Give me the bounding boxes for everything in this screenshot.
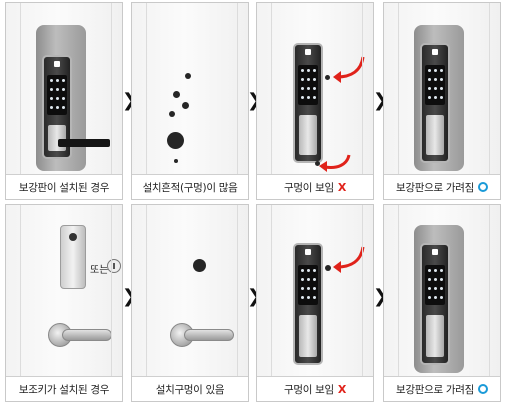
caption: 보강판으로 가려짐 — [384, 174, 500, 199]
lock-lower-cover — [426, 315, 444, 357]
or-label: 또는 — [90, 265, 109, 276]
x-mark: X — [337, 382, 347, 396]
lever-handle — [184, 329, 234, 341]
caption-text: 구멍이 보임 — [283, 181, 334, 194]
panel-many-holes: 설치흔적(구멍)이 많음 — [131, 2, 249, 200]
hole — [169, 111, 175, 117]
door-scene — [257, 205, 373, 377]
keypad — [298, 65, 318, 105]
red-curved-arrow-icon — [319, 154, 351, 172]
caption: 설치흔적(구멍)이 많음 — [132, 174, 248, 199]
caption: 보강판이 설치된 경우 — [6, 174, 122, 199]
circle-o-icon — [477, 384, 488, 394]
chevron-right-icon: ❯ — [122, 90, 138, 111]
red-curved-arrow-icon — [333, 246, 365, 273]
exposed-hole — [325, 75, 330, 80]
caption-text: 보강판이 설치된 경우 — [18, 181, 110, 194]
panel-covered-by-plate-2: 보강판으로 가려짐 — [383, 204, 501, 402]
hole — [174, 159, 178, 163]
door-scene — [384, 205, 500, 377]
x-mark: X — [337, 180, 347, 194]
circle-o-icon — [477, 182, 488, 192]
chevron-right-icon: ❯ — [247, 286, 263, 307]
brand-logo-icon — [432, 49, 438, 55]
exposed-hole — [315, 161, 320, 166]
keyhole-icon — [107, 259, 121, 273]
lock-lower-cover — [299, 115, 317, 155]
brand-logo-icon — [432, 249, 438, 255]
brand-logo-icon — [54, 61, 60, 67]
caption-text: 설치흔적(구멍)이 많음 — [142, 181, 238, 194]
caption-text: 보강판으로 가려짐 — [396, 383, 474, 396]
caption-text: 설치구멍이 있음 — [155, 383, 225, 396]
lever-handle — [62, 329, 112, 341]
panel-plate-installed: 보강판이 설치된 경우 — [5, 2, 123, 200]
caption: 설치구멍이 있음 — [132, 376, 248, 401]
panel-install-hole: 설치구멍이 있음 — [131, 204, 249, 402]
caption-text: 보강판으로 가려짐 — [396, 181, 474, 194]
caption-text: 구멍이 보임 — [283, 383, 334, 396]
keypad — [425, 65, 445, 105]
hole — [185, 73, 191, 79]
chevron-right-icon: ❯ — [373, 90, 389, 111]
door-scene: 또는 — [6, 205, 122, 377]
lock-lower-cover — [426, 115, 444, 155]
deadbolt-keyhole — [69, 233, 77, 241]
chevron-right-icon: ❯ — [122, 286, 138, 307]
chevron-right-icon: ❯ — [373, 286, 389, 307]
door-scene — [384, 3, 500, 175]
brand-logo-icon — [305, 249, 311, 255]
lock-lower-cover — [48, 125, 66, 151]
panel-covered-by-plate: 보강판으로 가려짐 — [383, 2, 501, 200]
caption: 보강판으로 가려짐 — [384, 376, 500, 401]
brand-logo-icon — [305, 49, 311, 55]
door-scene — [132, 205, 248, 377]
hole — [182, 102, 189, 109]
door-scene — [257, 3, 373, 175]
exposed-hole — [325, 265, 331, 271]
red-curved-arrow-icon — [333, 56, 365, 83]
lock-lower-cover — [299, 315, 317, 357]
keypad — [47, 75, 67, 115]
caption: 보조키가 설치된 경우 — [6, 376, 122, 401]
door-scene — [6, 3, 122, 175]
row-reinforcement-plate: 보강판이 설치된 경우 ❯ 설치흔적(구멍)이 많음 ❯ — [0, 2, 508, 200]
door-scene — [132, 3, 248, 175]
panel-aux-key-installed: 또는 보조키가 설치된 경우 — [5, 204, 123, 402]
keypad — [298, 265, 318, 305]
row-auxiliary-key: 또는 보조키가 설치된 경우 ❯ 설치구멍이 있음 ❯ — [0, 204, 508, 402]
chevron-right-icon: ❯ — [247, 90, 263, 111]
hole — [173, 91, 180, 98]
keypad — [425, 265, 445, 305]
lock-handle — [58, 139, 110, 147]
install-hole — [193, 259, 206, 272]
large-hole — [167, 132, 184, 149]
caption-text: 보조키가 설치된 경우 — [18, 383, 110, 396]
